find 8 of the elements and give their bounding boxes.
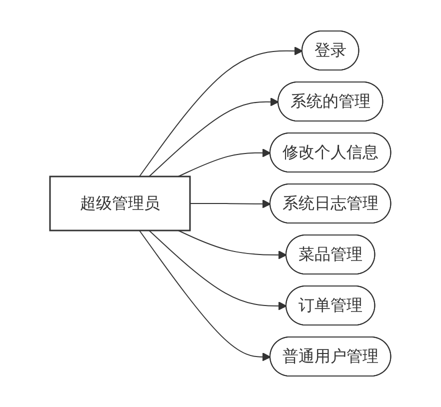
node-box: 超级管理员 [49, 176, 191, 232]
arrow [139, 230, 272, 362]
arrow [190, 200, 272, 208]
arrow [148, 98, 280, 177]
arrow [178, 148, 272, 177]
arrow [139, 46, 304, 177]
arrow [148, 230, 288, 310]
arrow [178, 230, 288, 260]
